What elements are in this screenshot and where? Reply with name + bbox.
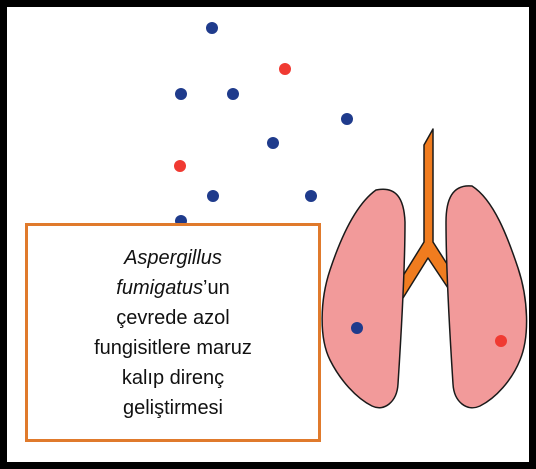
caption-line-5: kalıp direnç [122,363,224,393]
spore-dot [206,22,218,34]
spore-dot [305,190,317,202]
spore-dot [267,137,279,149]
species-suffix: ’un [203,277,230,299]
caption-line-1: Aspergillus [124,243,222,273]
spore-dot [279,63,291,75]
caption-line-3: çevrede azol [116,303,229,333]
spore-dot [227,88,239,100]
airborne-spores [174,22,353,227]
species-genus: Aspergillus [124,247,222,269]
spore-dot [351,322,363,334]
right-lung [446,186,527,408]
spore-dot [341,113,353,125]
caption-box: Aspergillus fumigatus’un çevrede azol fu… [25,223,321,442]
species-epithet: fumigatus [116,277,203,299]
caption-line-6: geliştirmesi [123,393,223,423]
left-lung [322,189,405,408]
spore-dot [495,335,507,347]
caption-line-2: fumigatus’un [116,273,229,303]
spore-dot [207,190,219,202]
spore-dot [174,160,186,172]
caption-line-4: fungisitlere maruz [94,333,252,363]
spore-dot [175,88,187,100]
